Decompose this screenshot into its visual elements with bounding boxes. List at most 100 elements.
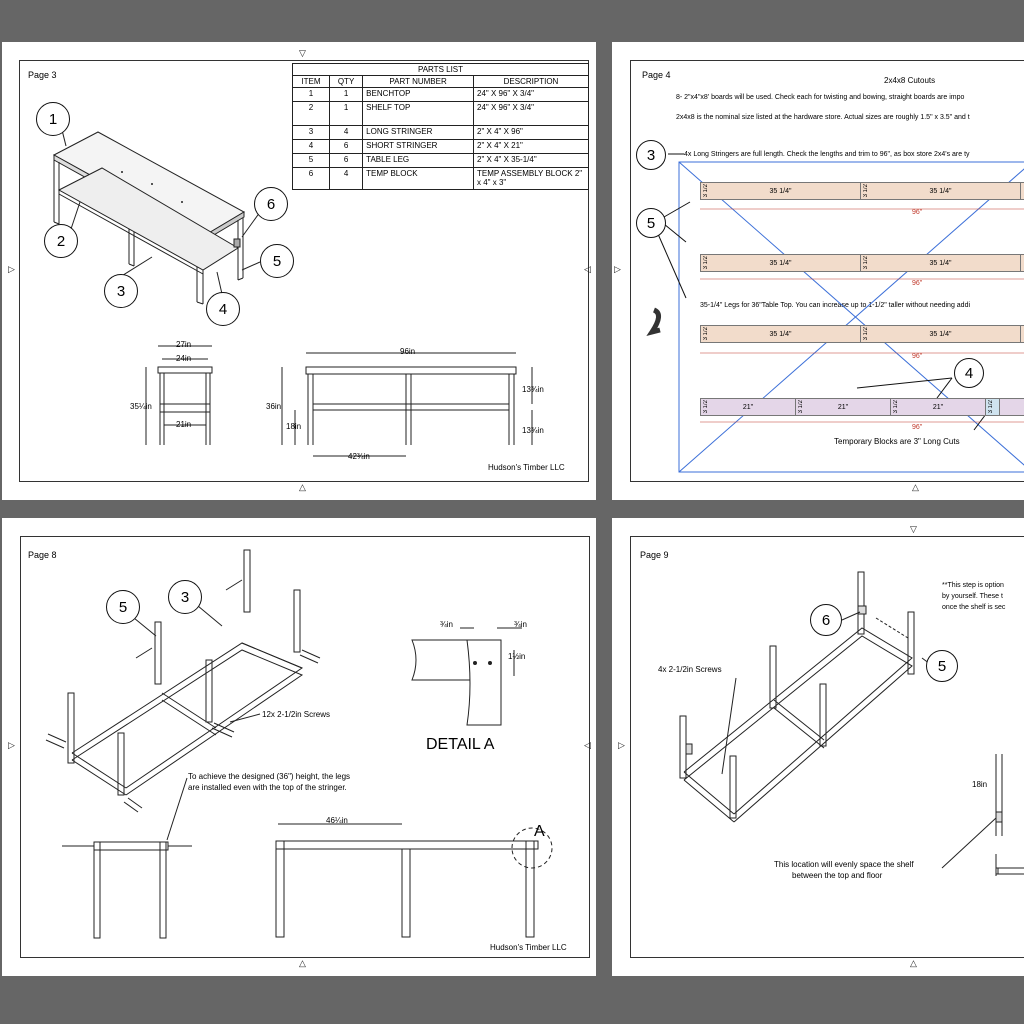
parts-row: 5 6 TABLE LEG 2" X 4" X 35-1/4" <box>292 153 589 168</box>
board-side-label: 3 1/2 <box>703 327 709 341</box>
callout-2: 2 <box>44 224 78 258</box>
page-4-title: 2x4x8 Cutouts <box>884 76 936 85</box>
callout-4: 4 <box>206 292 240 326</box>
company-label: Hudson's Timber LLC <box>490 943 567 952</box>
board-length-4: 96" <box>912 424 923 431</box>
center-marker-left: ▷ <box>8 264 15 274</box>
height-note-2: are installed even with the top of the s… <box>188 783 347 792</box>
callout-6: 6 <box>810 604 842 636</box>
board-side-label: 3 1/2 <box>893 400 899 414</box>
board-side-label: 3 1/2 <box>798 400 804 414</box>
dim-35in: 35¼in <box>130 402 152 411</box>
center-marker-bottom: △ <box>910 958 917 968</box>
callout-5: 5 <box>106 590 140 624</box>
parts-qty: 1 <box>328 101 364 126</box>
center-marker-top: ▽ <box>910 524 917 534</box>
dim-13in-top: 13¾in <box>522 385 544 394</box>
board-segment-label: 21" <box>837 403 849 411</box>
callout-3: 3 <box>636 140 666 170</box>
screws-note: 4x 2-1/2in Screws <box>658 665 722 674</box>
board-length-1: 96" <box>912 209 923 216</box>
page-9-frame <box>630 536 1024 958</box>
board-segment-label: 35 1/4" <box>769 187 792 195</box>
page-8: Page 8 ▷ ◁ △ <box>2 518 596 976</box>
parts-row: 6 4 TEMP BLOCK TEMP ASSEMBLY BLOCK 2" x … <box>292 167 589 190</box>
parts-list-table: PARTS LIST ITEM QTY PART NUMBER DESCRIPT… <box>292 63 589 190</box>
center-marker-left: ▷ <box>618 740 625 750</box>
short-stringer-board: 3 1/2 21" 3 1/2 21" 3 1/2 21" 3 1/2 <box>700 398 1024 416</box>
board-side-label: 3 1/2 <box>703 256 709 270</box>
dim-96in: 96in <box>400 347 416 356</box>
cutouts-note-1: 8- 2"x4"x8' boards will be used. Check e… <box>676 94 965 101</box>
dim-42in: 42¾in <box>348 452 370 461</box>
callout-1: 1 <box>36 102 70 136</box>
board-side-label: 3 1/2 <box>863 327 869 341</box>
cutouts-note-4: 35-1/4" Legs for 36"Table Top. You can i… <box>700 302 971 309</box>
dim-24in: 24in <box>176 354 192 363</box>
board-segment-label: 35 1/4" <box>929 259 952 267</box>
parts-row: 2 1 SHELF TOP 24" X 96" X 3/4" <box>292 101 589 126</box>
callout-6: 6 <box>254 187 288 221</box>
board-side-label: 3 1/2 <box>988 400 994 414</box>
center-marker-bottom: △ <box>299 482 306 492</box>
page-9-number: Page 9 <box>640 550 669 560</box>
center-marker-top: ▽ <box>299 48 306 58</box>
page-3-drawing <box>52 129 533 457</box>
page-3: Page 3 ▽ ▷ ◁ △ PARTS LIST ITEM QTY PART … <box>2 42 596 500</box>
page-3-number: Page 3 <box>28 70 57 80</box>
dim-18in: 18in <box>972 780 988 789</box>
optional-note-2: by yourself. These t <box>942 593 1003 600</box>
height-note-1: To achieve the designed (36") height, th… <box>188 772 351 781</box>
board-segment-label: 35 1/4" <box>929 330 952 338</box>
cutouts-note-2: 2x4x8 is the nominal size listed at the … <box>676 114 970 121</box>
dim-36in: 36in <box>266 402 282 411</box>
board-side-label: 3 1/2 <box>863 256 869 270</box>
parts-row: 3 4 LONG STRINGER 2" X 4" X 96" <box>292 125 589 140</box>
callout-5: 5 <box>260 244 294 278</box>
callout-5: 5 <box>636 208 666 238</box>
parts-desc: TEMP ASSEMBLY BLOCK 2" x 4" x 3" <box>473 167 589 190</box>
long-board-3: 3 1/2 35 1/4" 3 1/2 35 1/4" <box>700 325 1024 343</box>
board-segment-label: 35 1/4" <box>769 330 792 338</box>
board-segment-label: 35 1/4" <box>769 259 792 267</box>
detail-dim-c: 1½in <box>508 652 526 661</box>
page-9: Page 9 ▽ ▷ △ **This step is option by yo… <box>612 518 1024 976</box>
long-board-2: 3 1/2 35 1/4" 3 1/2 35 1/4" <box>700 254 1024 272</box>
temp-blocks-note: Temporary Blocks are 3" Long Cuts <box>834 437 960 446</box>
optional-note-3: once the shelf is sec <box>942 604 1006 611</box>
board-segment-label: 35 1/4" <box>929 187 952 195</box>
page-9-drawing <box>679 571 1024 876</box>
screws-note: 12x 2-1/2in Screws <box>262 710 331 719</box>
board-length-3: 96" <box>912 353 923 360</box>
center-marker-left: ▷ <box>8 740 15 750</box>
board-segment-label: 21" <box>932 403 944 411</box>
page-8-number: Page 8 <box>28 550 57 560</box>
dim-46in: 46¼in <box>326 816 348 825</box>
callout-4: 4 <box>954 358 984 388</box>
parts-qty: 4 <box>328 167 364 190</box>
page-4: Page 4 2x4x8 Cutouts 8- 2"x4"x8' boards … <box>612 42 1024 500</box>
shelf-location-note-2: between the top and floor <box>792 871 883 880</box>
detail-a-label: DETAIL A <box>426 736 495 753</box>
board-side-label: 3 1/2 <box>863 184 869 198</box>
board-segment-label: 21" <box>742 403 754 411</box>
page-4-number: Page 4 <box>642 70 671 80</box>
page-8-frame <box>20 536 590 958</box>
company-label: Hudson's Timber LLC <box>488 463 565 472</box>
dim-18in: 18in <box>286 422 302 431</box>
optional-note-1: **This step is option <box>942 582 1004 589</box>
center-marker-bottom: △ <box>912 482 919 492</box>
center-marker-bottom: △ <box>299 958 306 968</box>
shelf-location-note-1: This location will evenly space the shel… <box>774 860 914 869</box>
detail-dim-b: ¾in <box>514 620 527 629</box>
callout-3: 3 <box>168 580 202 614</box>
page-4-frame <box>630 60 1024 482</box>
callout-3: 3 <box>104 274 138 308</box>
detail-dim-a: ¾in <box>440 620 453 629</box>
callout-5: 5 <box>926 650 958 682</box>
dim-13in-bottom: 13¾in <box>522 426 544 435</box>
center-marker-right: ◁ <box>584 740 591 750</box>
board-side-label: 3 1/2 <box>703 400 709 414</box>
dim-21in: 21in <box>176 420 192 429</box>
